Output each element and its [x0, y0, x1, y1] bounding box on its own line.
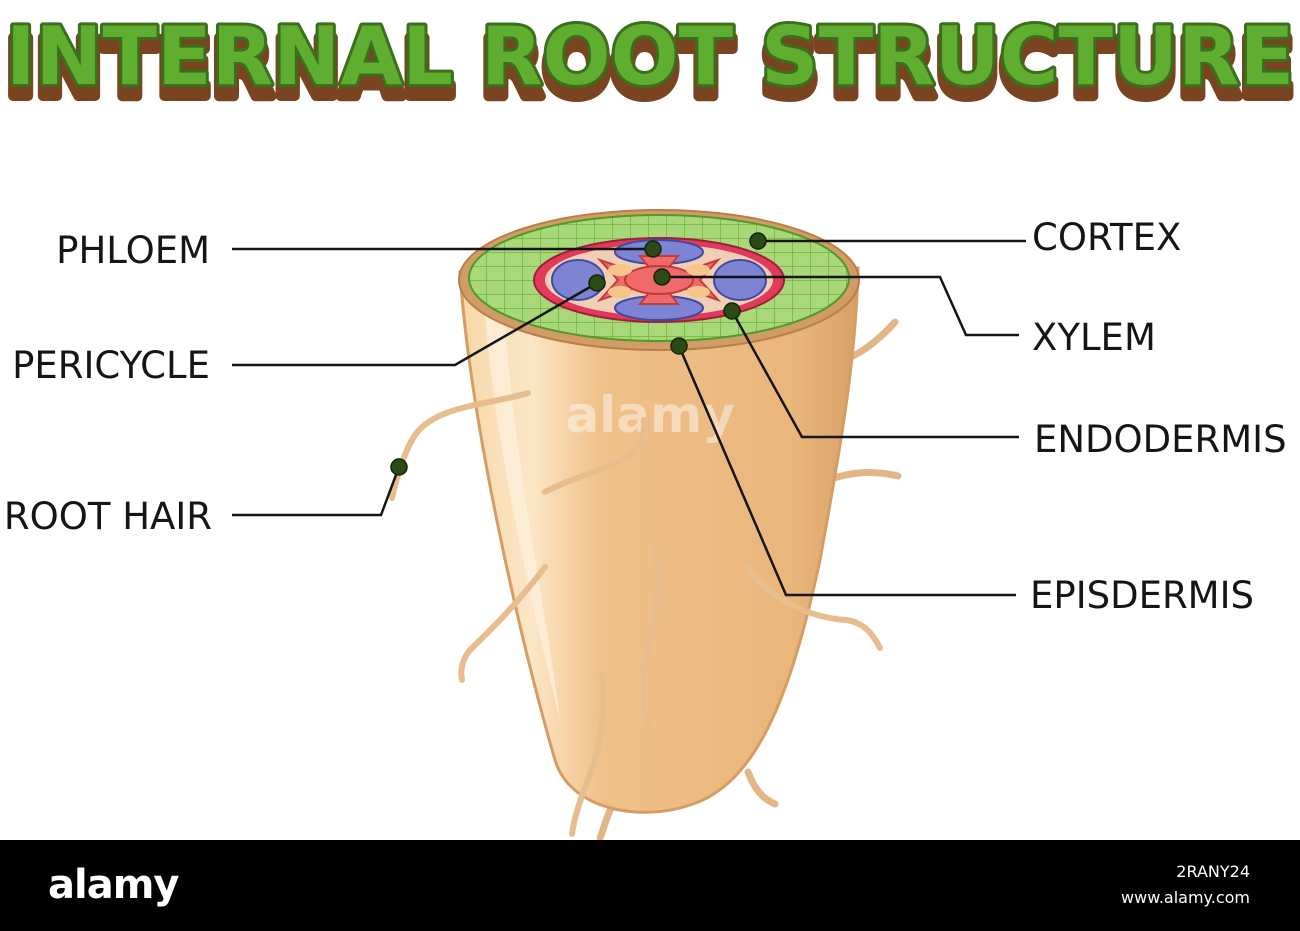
page-title: INTERNAL ROOT STRUCTURE: [6, 10, 1295, 103]
leader-root-hair: [232, 466, 401, 517]
footer-site: www.alamy.com: [1121, 888, 1250, 907]
xylem-vessel: [686, 264, 710, 276]
title-shadow: INTERNAL ROOT STRUCTURE: [6, 22, 1295, 115]
marker-phloem: [644, 240, 662, 258]
marker-cortex: [749, 232, 767, 250]
marker-root-hair: [390, 458, 408, 476]
marker-endodermis: [723, 302, 741, 320]
label-phloem: PHLOEM: [56, 229, 210, 272]
leader-endodermis: [730, 310, 1019, 439]
labels: PHLOEM PERICYCLE ROOT HAIR CORTEX XYLEM …: [4, 216, 1287, 617]
marker-epidermis: [670, 337, 688, 355]
leader-lines: [232, 239, 1026, 597]
title-group: INTERNAL ROOT STRUCTURE INTERNAL ROOT ST…: [1, 7, 1300, 120]
xylem-vessel: [686, 286, 710, 298]
root-body: [458, 266, 860, 814]
xylem-vessel: [608, 286, 632, 298]
leader-xylem: [662, 275, 1019, 337]
root-hairs-front: [389, 390, 883, 837]
xylem-vessel: [608, 264, 632, 276]
label-epidermis: EPISDERMIS: [1030, 574, 1254, 617]
label-root-hair: ROOT HAIR: [4, 495, 212, 538]
label-pericycle: PERICYCLE: [12, 344, 210, 387]
label-endodermis: ENDODERMIS: [1034, 418, 1287, 461]
leader-pericycle: [232, 281, 598, 367]
footer-logo: alamy: [48, 862, 179, 908]
footer-bar: alamy 2RANY24 www.alamy.com: [0, 840, 1300, 931]
footer-image-id: 2RANY24: [1176, 862, 1250, 881]
label-xylem: XYLEM: [1032, 316, 1156, 359]
marker-dots: [390, 232, 767, 476]
marker-pericycle: [588, 274, 606, 292]
phloem-group-right: [713, 259, 767, 301]
marker-xylem: [653, 268, 671, 286]
leader-epidermis: [677, 345, 1016, 597]
watermark: alamy: [565, 386, 734, 444]
label-cortex: CORTEX: [1032, 216, 1181, 259]
